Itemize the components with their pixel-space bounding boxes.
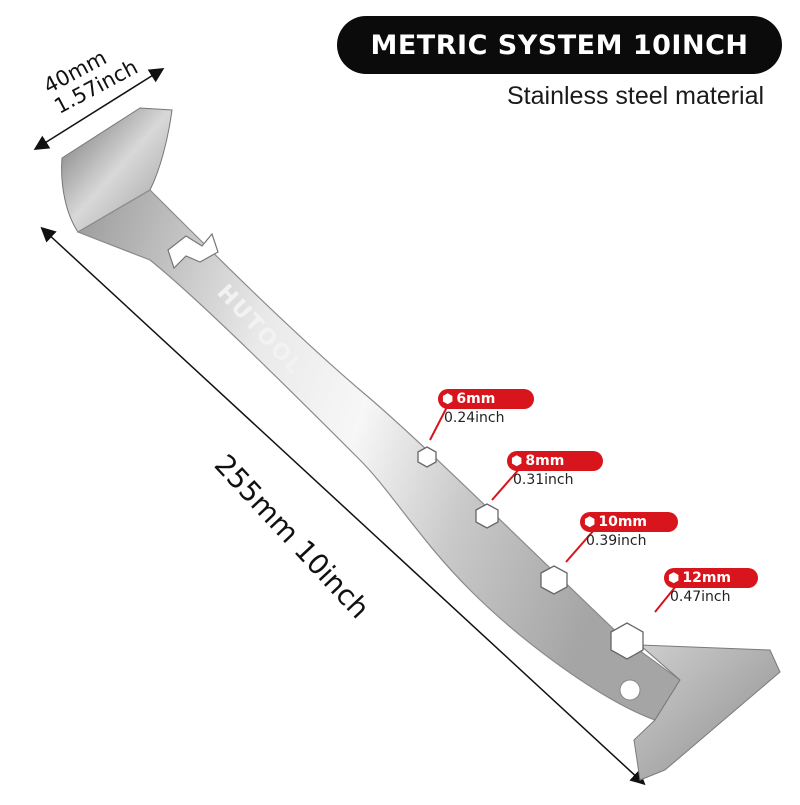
hex-tag-pill: ⬢ 6mm — [438, 389, 534, 409]
title-banner: METRIC SYSTEM 10INCH — [337, 16, 782, 74]
hex-size-inch: 0.39inch — [586, 533, 647, 549]
diamond-cutout — [167, 232, 219, 270]
material-subtitle: Stainless steel material — [507, 82, 765, 110]
hexagon-icon: ⬢ — [668, 570, 680, 585]
hex-size-mm: 6mm — [456, 391, 496, 407]
hexagon-icon: ⬢ — [584, 514, 596, 529]
hex-size-inch: 0.47inch — [670, 589, 731, 605]
hex-size-inch: 0.31inch — [513, 472, 574, 488]
hex-tag-6mm: ⬢ 6mm 0.24inch — [438, 389, 534, 426]
pointer-6mm — [429, 404, 449, 441]
hex-size-mm: 10mm — [598, 514, 648, 530]
scraper-blade — [633, 644, 781, 781]
length-dimension-line — [40, 226, 646, 786]
hex-size-mm: 8mm — [525, 453, 565, 469]
pointer-10mm — [565, 529, 595, 563]
hex-tag-pill: ⬢ 10mm — [580, 512, 678, 532]
hex-size-mm: 12mm — [682, 570, 732, 586]
hex-tag-12mm: ⬢ 12mm 0.47inch — [664, 568, 758, 605]
hex-tag-8mm: ⬢ 8mm 0.31inch — [507, 451, 603, 488]
hexagon-icon: ⬢ — [511, 453, 523, 468]
hex-tag-pill: ⬢ 12mm — [664, 568, 758, 588]
blade-notch — [619, 679, 641, 701]
hex-tag-pill: ⬢ 8mm — [507, 451, 603, 471]
hex-hole-8mm — [475, 503, 499, 529]
width-dimension-line — [33, 68, 165, 150]
hex-tag-10mm: ⬢ 10mm 0.39inch — [580, 512, 678, 549]
hex-size-inch: 0.24inch — [444, 410, 505, 426]
hex-hole-6mm — [417, 446, 437, 468]
pointer-12mm — [654, 585, 677, 613]
hex-hole-12mm — [610, 622, 644, 660]
hex-hole-10mm — [540, 565, 568, 595]
bar-body — [76, 189, 681, 721]
hexagon-icon: ⬢ — [442, 391, 454, 406]
title-text: METRIC SYSTEM 10INCH — [370, 29, 749, 61]
pointer-8mm — [491, 467, 521, 501]
